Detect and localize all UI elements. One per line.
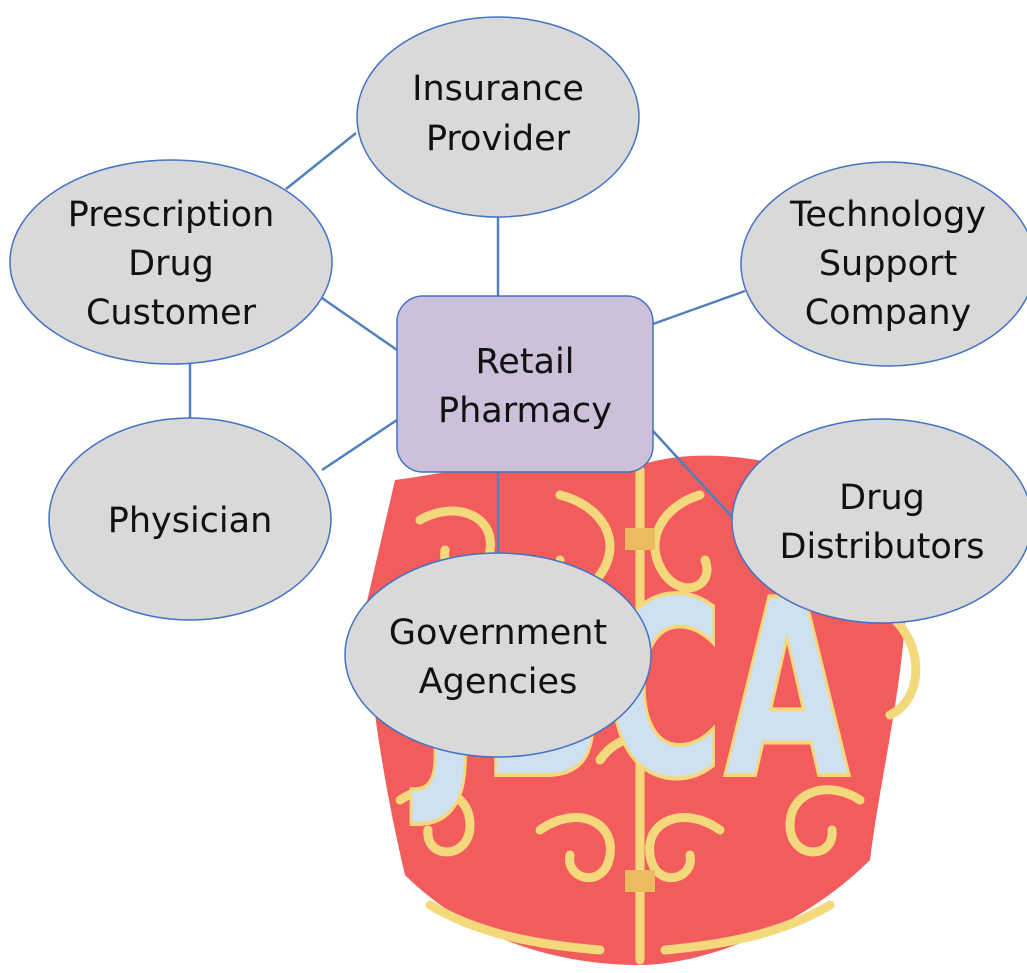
node-label: Agencies	[419, 662, 578, 702]
node-label: Government	[389, 613, 607, 653]
center-label: Retail	[476, 342, 575, 382]
node-label: Insurance	[412, 69, 584, 109]
node-label: Technology	[789, 195, 986, 235]
node-drug-distributors: Drug Distributors	[731, 418, 1027, 624]
node-label: Company	[805, 293, 972, 333]
node-label: Customer	[86, 293, 257, 333]
node-label: Drug	[128, 244, 214, 284]
connector-center-prescription	[321, 296, 398, 352]
watermark-ornament-top	[625, 528, 655, 550]
node-prescription-drug-customer: Prescription Drug Customer	[9, 159, 333, 365]
connector-insurance-prescription	[285, 132, 357, 190]
node-insurance-provider: Insurance Provider	[356, 16, 640, 218]
node-technology-support-company: Technology Support Company	[740, 161, 1027, 367]
watermark-ornament-bottom	[625, 870, 655, 892]
node-label: Physician	[108, 501, 273, 541]
node-label: Distributors	[780, 527, 985, 567]
connectors	[188, 132, 746, 553]
connector-center-technology	[652, 289, 746, 326]
node-label: Prescription	[68, 195, 275, 235]
node-physician: Physician	[48, 417, 332, 621]
node-retail-pharmacy: Retail Pharmacy	[396, 295, 654, 473]
node-label: Support	[819, 244, 957, 284]
connector-center-physician	[321, 418, 398, 472]
node-label: Provider	[426, 119, 571, 159]
connector-center-distributors	[652, 430, 734, 519]
center-label: Pharmacy	[438, 391, 612, 431]
node-government-agencies: Government Agencies	[344, 552, 652, 758]
node-label: Drug	[839, 478, 925, 518]
